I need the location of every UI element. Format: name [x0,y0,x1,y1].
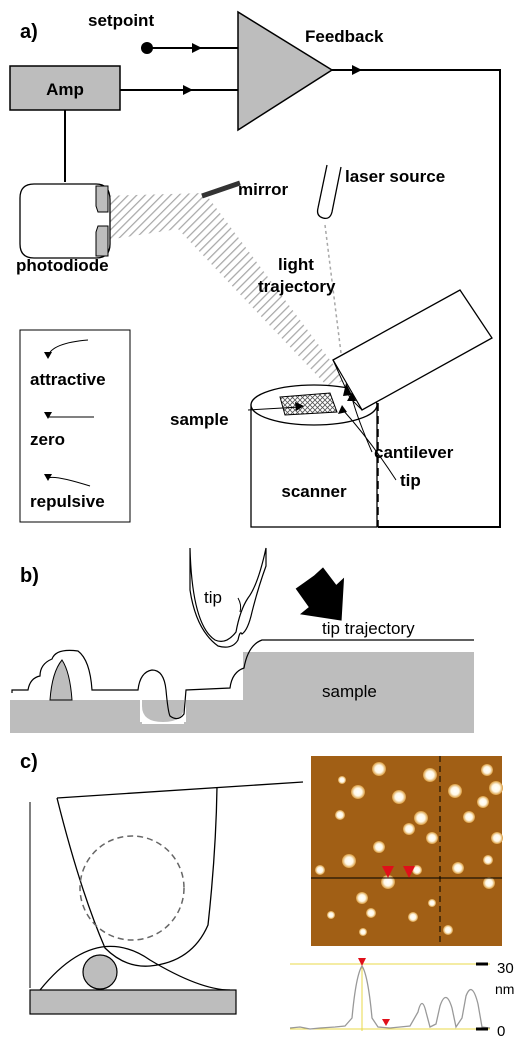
sample-pointer-head [295,402,304,411]
legend-repulsive-label: repulsive [30,492,105,511]
feedback-output-line [332,69,501,528]
profile-min-label: 0 [497,1023,505,1040]
tip-convolution-path [39,945,231,991]
cantilever-pointer [351,397,373,453]
red-marker-1 [382,866,394,878]
legend-attractive-label: attractive [30,370,106,389]
light-trajectory-label-2: trajectory [258,277,336,296]
panel-a-label: a) [20,21,38,43]
nanoparticle [82,954,118,990]
cantilever-holder [332,289,493,411]
setpoint-arrow [192,43,202,53]
profile-unit-label: nm [495,981,514,997]
sample-label: sample [170,410,229,429]
panel-a: a) setpoint Feedback Amp photodiode [9,10,501,528]
sample-piece [279,392,338,416]
cantilever-label: cantilever [374,443,454,462]
afm-tip-shape [189,547,267,648]
tip-label-a: tip [400,471,421,490]
panel-c-label: c) [20,751,38,773]
approach-arrow [295,567,345,621]
sample-pointer [247,406,301,411]
mirror [201,180,241,199]
panel-c: c) [20,751,514,1040]
tip-inner-curve [237,597,242,613]
mirror-label: mirror [238,180,288,199]
substrate [29,989,237,1015]
panel-b: b) sample tip trajectory tip [10,547,474,733]
feedback-amplifier-triangle [237,10,334,132]
laser-source-label: laser source [345,167,445,186]
photodiode [19,183,111,259]
profile-curve [289,964,491,1030]
reflected-beam-lower [178,193,345,387]
tip-pointer [342,409,397,481]
surface-particle [49,659,73,701]
amp-output-arrow [183,85,193,95]
legend-zero-label: zero [30,430,65,449]
force-legend-box [19,329,131,523]
cantilever-tip [343,383,352,396]
feedback-label: Feedback [305,27,384,46]
pyramid-tip [56,786,218,967]
tip-trajectory-line [11,639,474,720]
sample-label-b: sample [322,682,377,701]
tip-trajectory-label: tip trajectory [322,619,415,638]
photodiode-label: photodiode [16,256,109,275]
legend-repulsive-marker [44,474,52,481]
legend-attractive-marker [44,352,52,359]
amp-label: Amp [46,80,84,99]
legend-zero-marker [44,412,52,419]
light-trajectory-label-1: light [278,255,314,274]
setpoint-label: setpoint [88,11,154,30]
height-profile: 30 nm 0 [289,958,514,1040]
profile-red-marker-bottom [382,1019,390,1026]
tip-apex-circle [79,835,185,941]
tip-pointer-head [338,405,347,414]
cantilever-line [56,781,304,799]
scanner-label: scanner [281,482,347,501]
cantilever [332,359,363,411]
feedback-output-arrow [352,65,362,75]
reflected-beam-upper [100,193,205,241]
panel-b-label: b) [20,565,39,587]
red-marker-2 [403,866,415,878]
laser-source [316,164,342,220]
profile-max-label: 30 [497,960,514,977]
tip-label-b: tip [204,588,222,607]
sample-profile [10,652,474,733]
afm-topography-image [311,756,503,946]
profile-red-marker-top [358,958,366,966]
cantilever-pointer-head [347,392,356,401]
pit-particle [142,700,184,722]
